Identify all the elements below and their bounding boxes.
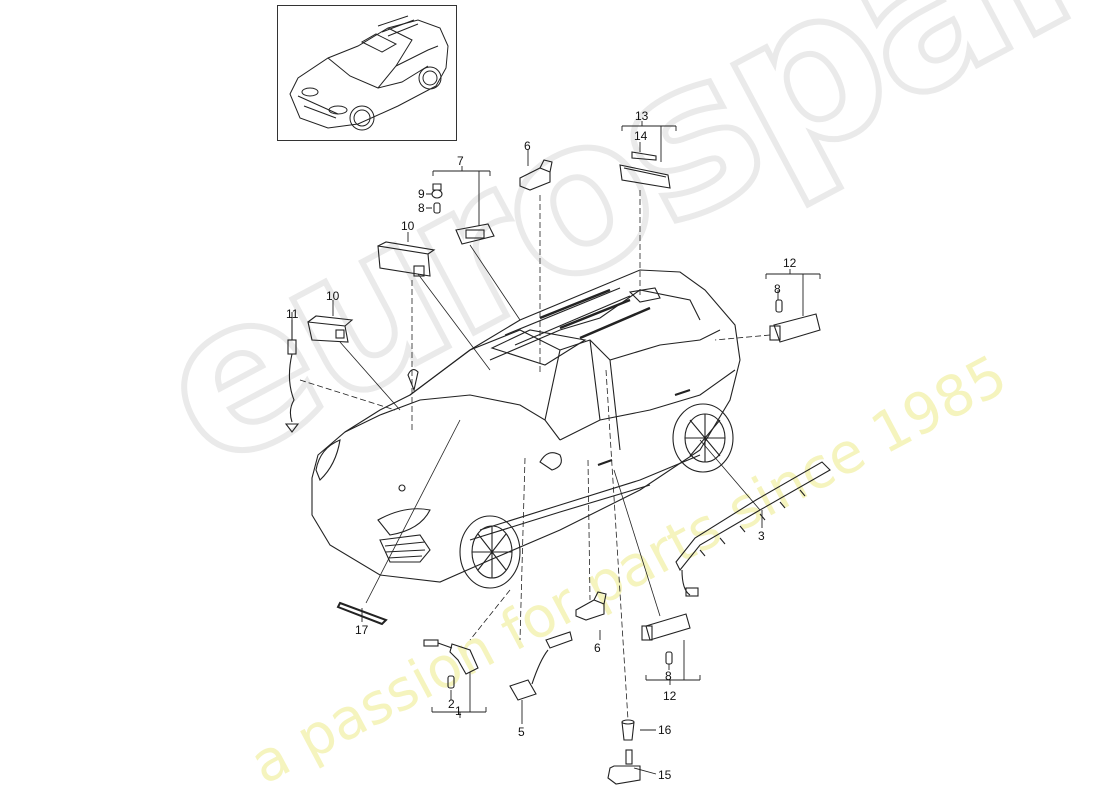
callout-9: 9	[418, 187, 425, 201]
callout-8-right: 8	[774, 282, 781, 296]
callout-17: 17	[355, 623, 369, 637]
callout-6-top: 6	[524, 139, 531, 153]
part-10-lamp-lower-icon	[307, 315, 354, 343]
part-10-lamp-icon	[377, 241, 436, 277]
part-12-lamp-upper-icon	[769, 299, 821, 343]
callout-13: 13	[635, 109, 649, 123]
part-12-lamp-lower-icon	[641, 613, 691, 665]
callout-2: 2	[448, 697, 455, 711]
part-15-connector-icon	[607, 749, 641, 785]
callout-8-bottom: 8	[665, 669, 672, 683]
part-11-wire-bulb-icon	[284, 320, 300, 433]
callout-14: 14	[634, 129, 648, 143]
part-5-switch-module-icon	[509, 631, 573, 701]
part-3-light-strip-icon	[675, 461, 831, 597]
callout-6-bottom: 6	[594, 641, 601, 655]
callout-5: 5	[518, 725, 525, 739]
part-13-lamp-housing-icon	[619, 151, 671, 189]
part-17-reflector-strip-icon	[336, 601, 388, 626]
part-6-connector-icon	[519, 159, 553, 191]
part-6-connector-lower-icon	[575, 591, 607, 621]
callout-7: 7	[457, 154, 464, 168]
callout-15: 15	[658, 768, 672, 782]
callout-16: 16	[658, 723, 672, 737]
overview-thumbnail	[277, 5, 457, 141]
callout-10-top: 10	[401, 219, 415, 233]
part-1-bulb-socket-icon	[423, 639, 479, 689]
callout-8-top: 8	[418, 201, 425, 215]
callout-3: 3	[758, 529, 765, 543]
part-16-bulb-holder-icon	[621, 719, 635, 741]
callout-12-top: 12	[783, 256, 797, 270]
callout-1: 1	[455, 704, 462, 718]
callout-11: 11	[286, 307, 299, 321]
callout-10-lower: 10	[326, 289, 340, 303]
callout-12-bottom: 12	[663, 689, 677, 703]
vehicle-body-icon	[311, 269, 741, 589]
vehicle-thumbnail-icon	[289, 15, 449, 131]
part-7-interior-lamp-icon	[431, 183, 495, 245]
